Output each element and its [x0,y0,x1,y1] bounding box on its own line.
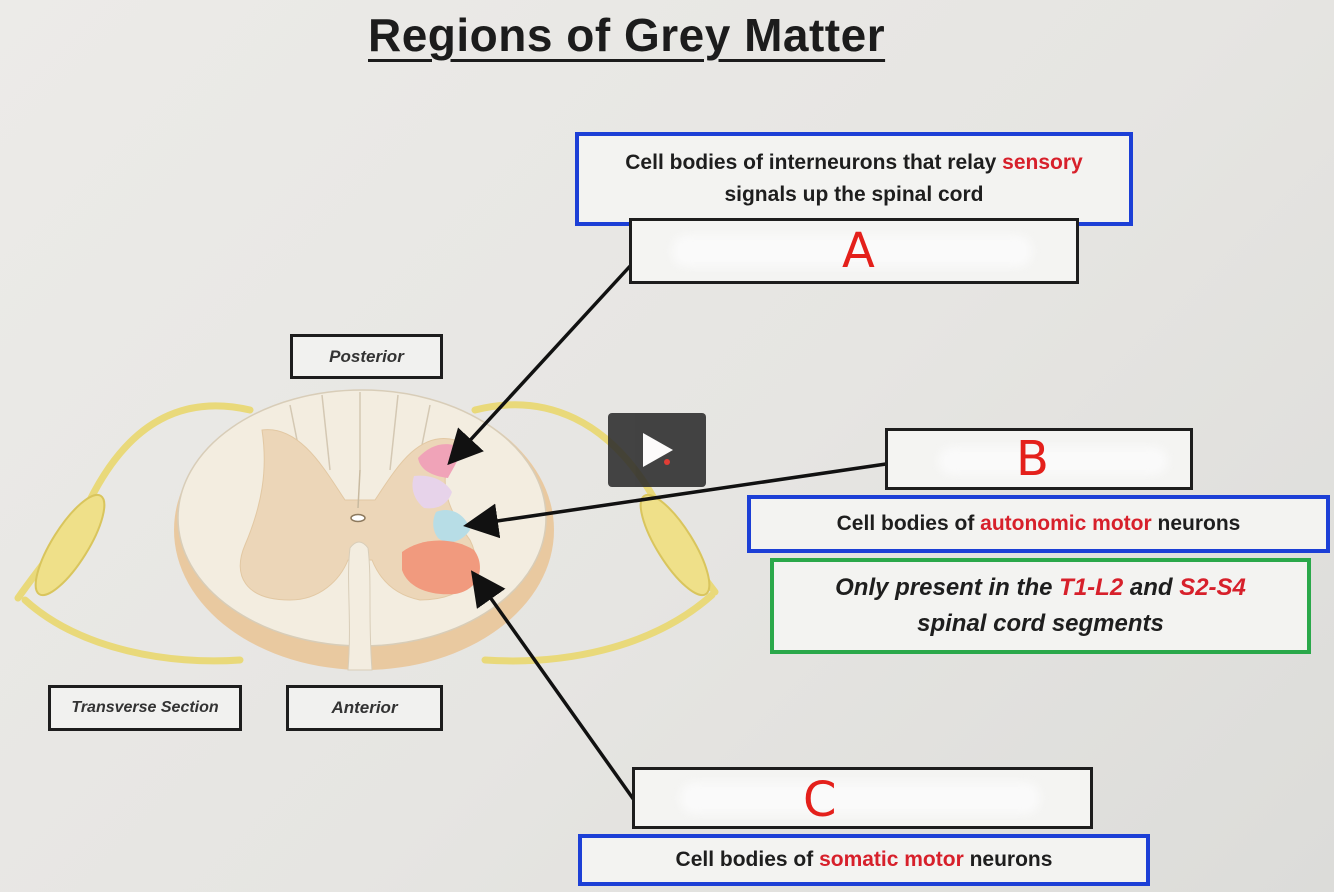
intermediate-zone [412,475,452,509]
desc-a-line2: signals up the spinal cord [724,183,984,206]
posterior-label: Posterior [290,334,443,379]
anterior-fissure [347,541,373,671]
right-dorsal-root-ganglion [639,493,711,597]
cursor-dot-icon [664,459,670,465]
answer-b-label: B [1016,431,1049,487]
arrow-a [447,262,634,466]
lateral-horn [433,510,470,543]
spinal-cord-section [174,389,554,671]
segment-note-line2: spinal cord segments [917,610,1164,637]
transverse-section-label: Transverse Section [48,685,242,731]
desc-c-highlight: somatic motor [819,848,964,871]
redaction-c [680,782,1040,814]
answer-a-label: A [842,223,875,279]
redaction-a [672,235,1032,267]
description-a: Cell bodies of interneurons that relay s… [575,132,1133,226]
segment-note: Only present in the T1-L2 and S2-S4 spin… [770,558,1311,654]
answer-box-b[interactable]: B [885,428,1193,490]
answer-box-a[interactable]: A [629,218,1079,284]
left-dorsal-root-ganglion [34,493,106,597]
arrow-c [470,570,636,802]
description-c: Cell bodies of somatic motor neurons [578,834,1150,886]
pointer-arrows [447,262,887,802]
central-canal [350,513,366,523]
segment-t1-l2: T1-L2 [1059,574,1124,601]
anterior-horn [402,540,480,595]
desc-a-highlight: sensory [1002,151,1083,174]
anterior-label: Anterior [286,685,443,731]
redaction-b [938,447,1168,475]
desc-b-highlight: autonomic motor [980,512,1152,535]
desc-a-text: Cell bodies of interneurons that relay [625,151,1003,174]
description-b: Cell bodies of autonomic motor neurons [747,495,1330,553]
answer-box-c[interactable]: C [632,767,1093,829]
segment-s2-s4: S2-S4 [1179,574,1246,601]
arrow-b [463,462,887,539]
video-play-button[interactable] [608,413,706,487]
page-title: Regions of Grey Matter [368,9,886,61]
answer-c-label: C [803,772,837,828]
